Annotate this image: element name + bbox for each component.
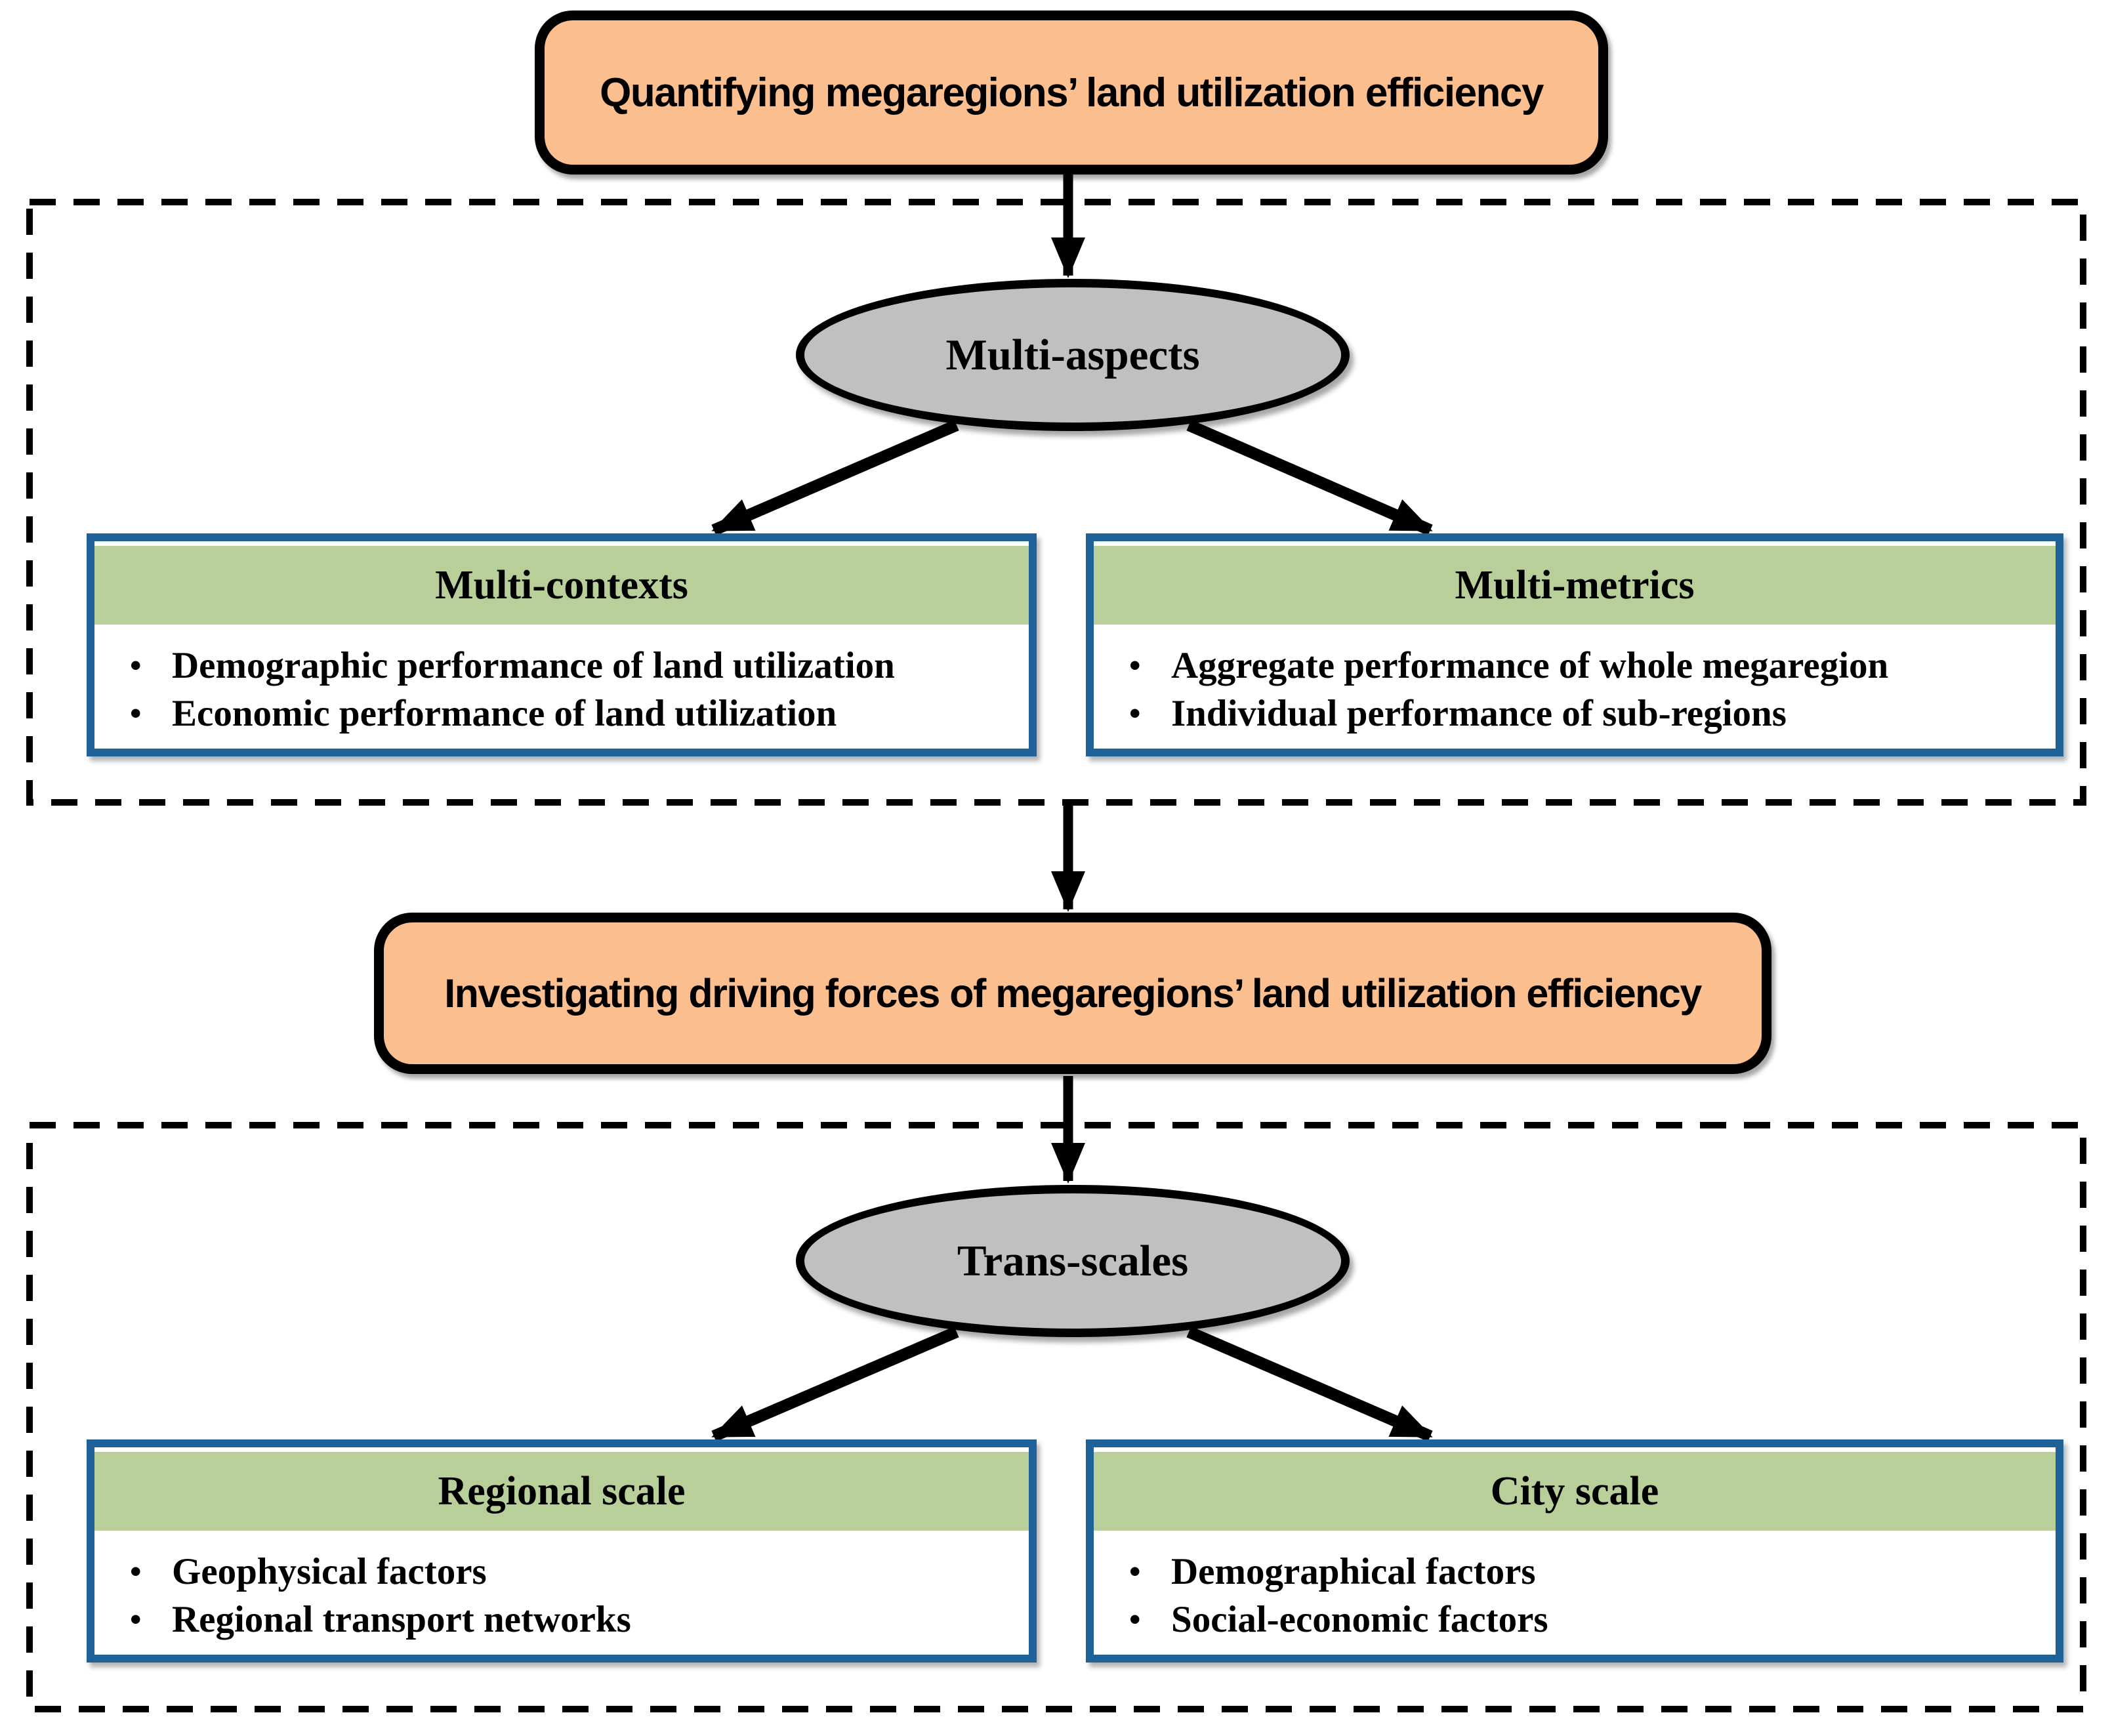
multi-metrics-bullet-list: Aggregate performance of whole megaregio…: [1094, 642, 2056, 737]
city-scale-header: City scale: [1094, 1452, 2056, 1531]
regional-scale-panel: Regional scale Geophysical factors Regio…: [87, 1439, 1037, 1663]
bullet-item: Aggregate performance of whole megaregio…: [1117, 642, 2036, 690]
multi-contexts-bullet-list: Demographic performance of land utilizat…: [94, 642, 1029, 737]
bullet-item: Social-economic factors: [1117, 1596, 2036, 1643]
mid-process-box: Investigating driving forces of megaregi…: [374, 913, 1771, 1074]
trans-scales-ellipse: Trans-scales: [796, 1185, 1350, 1337]
regional-scale-title: Regional scale: [438, 1468, 686, 1514]
arrow-multi-aspects-to-multi-metrics: [1186, 419, 1433, 536]
regional-scale-bullet-list: Geophysical factors Regional transport n…: [94, 1548, 1029, 1643]
bullet-item: Regional transport networks: [118, 1596, 1009, 1643]
regional-scale-header: Regional scale: [94, 1452, 1029, 1531]
mid-process-label: Investigating driving forces of megaregi…: [444, 971, 1702, 1016]
multi-aspects-label: Multi-aspects: [945, 330, 1200, 379]
multi-metrics-panel: Multi-metrics Aggregate performance of w…: [1086, 533, 2063, 756]
multi-metrics-title: Multi-metrics: [1455, 562, 1695, 608]
section2-dashed-frame: [26, 1122, 2086, 1712]
multi-metrics-header: Multi-metrics: [1094, 546, 2056, 625]
city-scale-bullet-list: Demographical factors Social-economic fa…: [1094, 1548, 2056, 1643]
multi-contexts-panel: Multi-contexts Demographic performance o…: [87, 533, 1037, 756]
city-scale-panel: City scale Demographical factors Social-…: [1086, 1439, 2063, 1663]
multi-contexts-header: Multi-contexts: [94, 546, 1029, 625]
city-scale-title: City scale: [1490, 1468, 1659, 1514]
multi-aspects-ellipse: Multi-aspects: [796, 279, 1350, 431]
arrow-trans-scales-to-city-scale: [1186, 1326, 1433, 1442]
bullet-item: Geophysical factors: [118, 1548, 1009, 1596]
bullet-item: Demographic performance of land utilizat…: [118, 642, 1009, 690]
arrow-trans-scales-to-regional-scale: [711, 1326, 959, 1442]
top-process-label: Quantifying megaregions’ land utilizatio…: [600, 70, 1544, 115]
top-process-box: Quantifying megaregions’ land utilizatio…: [535, 10, 1608, 175]
bullet-item: Economic performance of land utilization: [118, 690, 1009, 737]
bullet-item: Demographical factors: [1117, 1548, 2036, 1596]
trans-scales-label: Trans-scales: [957, 1236, 1189, 1285]
bullet-item: Individual performance of sub-regions: [1117, 690, 2036, 737]
section1-dashed-frame: [26, 199, 2086, 806]
multi-contexts-title: Multi-contexts: [435, 562, 688, 608]
arrow-multi-aspects-to-multi-contexts: [711, 419, 959, 536]
